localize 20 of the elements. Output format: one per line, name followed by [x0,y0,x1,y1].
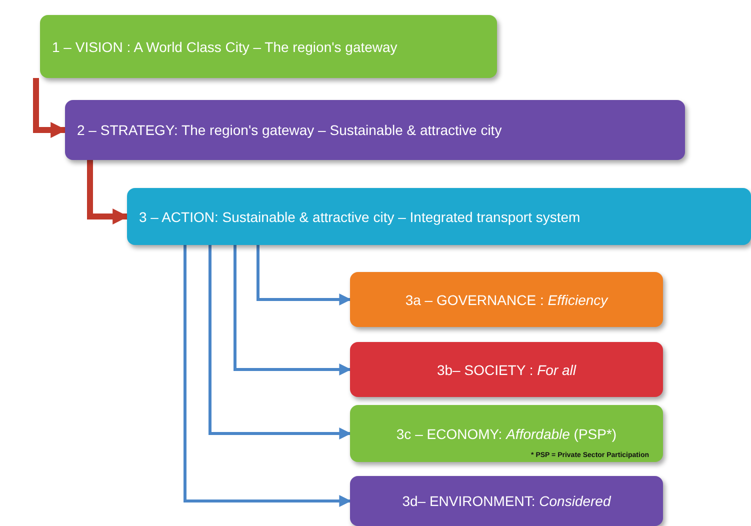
level-banner [40,15,497,78]
node-title: 3a – GOVERNANCE : Efficiency [405,292,608,308]
connector-arrow [87,160,129,224]
level-banner [65,100,685,160]
connector-arrow [184,245,352,507]
node-title: 3c – ECONOMY: Affordable (PSP*) [396,426,617,442]
connector-arrow [33,78,67,138]
pillar-box [350,342,663,397]
connector-arrow [256,245,352,306]
node-title: 2 – STRATEGY: The region's gateway – Sustainable & attractive city [77,122,502,138]
node-title: 3 – ACTION: Sustainable & attractive city – Integrated transport system [139,208,580,224]
connector-arrow [234,245,352,376]
node-title: 3b– SOCIETY : For all [436,362,576,378]
pillar-box [350,272,663,327]
node-title: 1 – VISION : A World Class City – The region's gateway [52,38,398,54]
pillar-box [350,476,663,526]
connector-arrow [208,245,352,440]
node-title: 3d– ENVIRONMENT: Considered [402,493,611,509]
level-banner [127,188,751,245]
pillar-box [350,405,663,462]
